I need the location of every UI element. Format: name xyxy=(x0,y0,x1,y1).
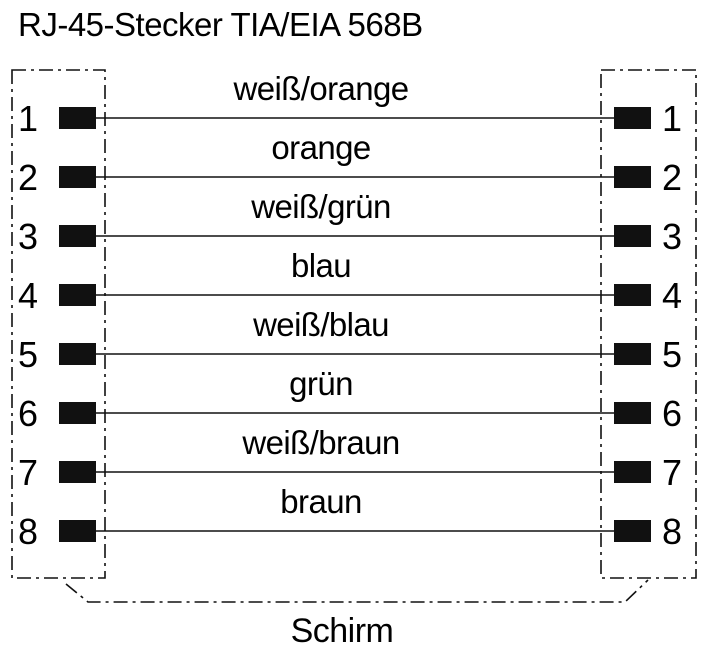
left-pin-number: 4 xyxy=(18,275,38,316)
wire-color-label: weiß/orange xyxy=(233,70,409,107)
right-pin-number: 7 xyxy=(662,452,682,493)
shield-line xyxy=(65,579,649,603)
left-pin-contact xyxy=(59,107,96,129)
left-pin-number: 7 xyxy=(18,452,38,493)
right-connector-outline xyxy=(600,69,697,579)
right-pin-number: 1 xyxy=(662,98,682,139)
left-pin-number: 2 xyxy=(18,157,38,198)
right-pin-number: 2 xyxy=(662,157,682,198)
left-pin-contact xyxy=(59,343,96,365)
right-pin-number: 3 xyxy=(662,216,682,257)
left-pin-number: 6 xyxy=(18,393,38,434)
right-pin-contact xyxy=(614,284,651,306)
left-pin-number: 8 xyxy=(18,511,38,552)
right-pin-contact xyxy=(614,402,651,424)
left-pin-contact xyxy=(59,284,96,306)
right-pin-contact xyxy=(614,343,651,365)
diagram-title: RJ-45-Stecker TIA/EIA 568B xyxy=(18,6,423,43)
right-pin-number: 5 xyxy=(662,334,682,375)
wire-color-label: braun xyxy=(280,483,361,520)
right-pin-contact xyxy=(614,225,651,247)
right-pin-contact xyxy=(614,461,651,483)
left-pin-contact xyxy=(59,166,96,188)
left-pin-number: 1 xyxy=(18,98,38,139)
left-pin-number: 3 xyxy=(18,216,38,257)
shield-label: Schirm xyxy=(291,612,394,650)
wire-color-label: blau xyxy=(291,247,351,284)
left-pin-contact xyxy=(59,520,96,542)
right-pin-contact xyxy=(614,520,651,542)
left-pin-contact xyxy=(59,225,96,247)
right-pin-number: 4 xyxy=(662,275,682,316)
wire-color-label: weiß/braun xyxy=(241,424,399,461)
right-pin-number: 6 xyxy=(662,393,682,434)
left-pin-contact xyxy=(59,461,96,483)
wire-color-label: orange xyxy=(271,129,370,166)
left-pin-contact xyxy=(59,402,96,424)
right-pin-number: 8 xyxy=(662,511,682,552)
wires-group: 1 1 weiß/orange 2 2 orange 3 3 weiß/grün 4 4 blau 5 5… xyxy=(18,70,682,552)
left-connector-outline xyxy=(11,69,106,579)
left-pin-number: 5 xyxy=(18,334,38,375)
wire-color-label: grün xyxy=(289,365,353,402)
wire-color-label: weiß/blau xyxy=(252,306,389,343)
right-pin-contact xyxy=(614,166,651,188)
right-pin-contact xyxy=(614,107,651,129)
wire-color-label: weiß/grün xyxy=(250,188,391,225)
